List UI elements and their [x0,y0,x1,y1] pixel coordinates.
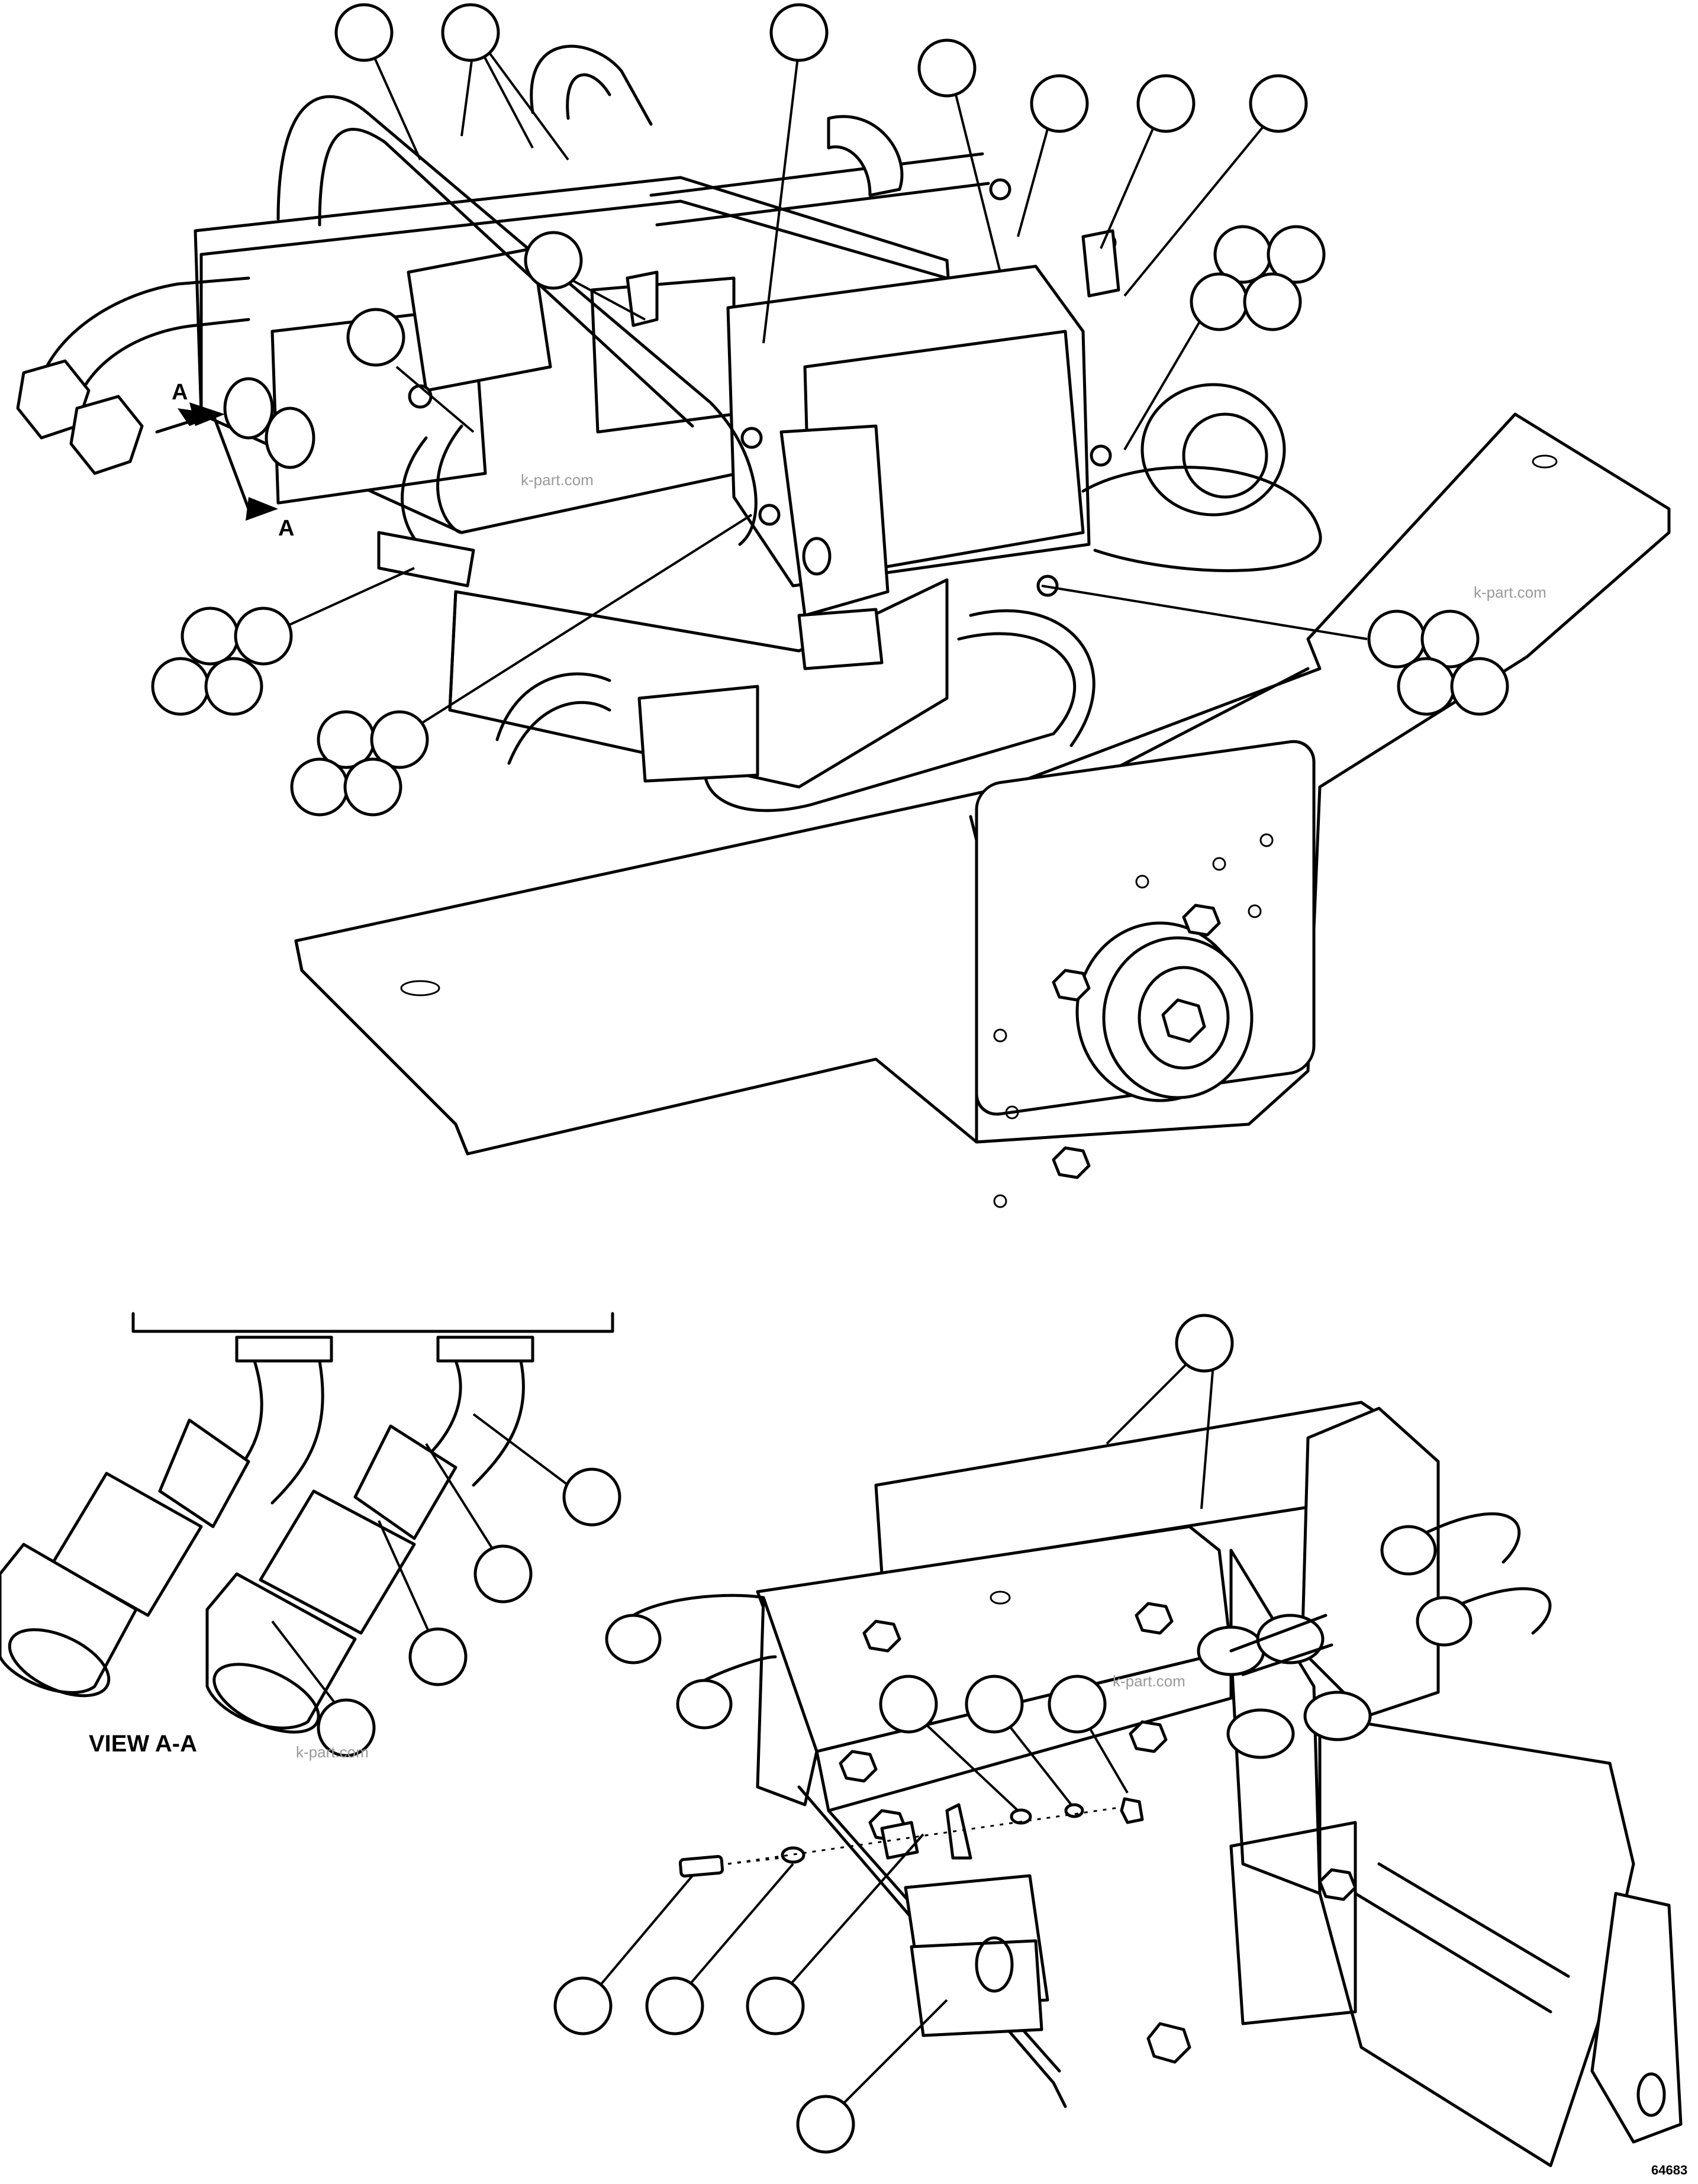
bottom-leader-lines [597,1360,1214,2108]
view-a-a: VIEW A-A k-part.com [0,1312,621,1761]
view-a-a-coupler-1 [0,1418,250,1698]
callout-circle [965,1675,1024,1734]
callout-circle [1190,272,1249,331]
callout-circle [1450,657,1509,716]
callout-circle [346,308,405,367]
callout-circle [1397,657,1456,716]
callout-circle [408,1627,468,1686]
callout-circle [645,1976,704,2035]
callout-circle [553,1976,613,2035]
section-arrows: A A [155,380,294,541]
hydraulic-valve-assembly: A A k-part.com k-part.com [16,44,1671,1208]
watermark-1: k-part.com [521,471,594,489]
view-a-a-coupler-2 [205,1424,457,1734]
callout-circle [473,1544,533,1604]
callout-circle [562,1467,621,1527]
section-marker-a-1: A [172,380,188,405]
callout-circle [796,2095,855,2154]
callout-circle [769,3,829,62]
callout-circle [343,757,402,817]
drawing-number: 64683 [1651,2163,1687,2177]
callout-circle [1243,272,1302,331]
callout-circle [317,1698,376,1757]
callout-circle [1030,74,1089,133]
callout-circle [1175,1314,1234,1373]
callout-circle [1048,1675,1107,1734]
callout-circle [746,1976,805,2035]
callout-circle [370,710,429,769]
valve-block [194,176,1091,789]
callout-circle [290,757,349,817]
watermark-4: k-part.com [1113,1672,1185,1690]
watermark-3: k-part.com [296,1743,369,1761]
callout-circle [334,3,394,62]
callout-circle [1367,609,1426,669]
callout-circle [204,657,263,716]
callout-circle [441,3,500,62]
callout-circle [1249,74,1308,133]
watermark-2: k-part.com [1474,583,1546,601]
callout-circle [917,38,977,98]
section-marker-a-2: A [278,516,294,541]
plate-bolts [993,833,1274,1208]
callout-circle [524,231,583,290]
callout-circle [234,607,293,666]
bottom-callouts [553,1314,1234,2154]
callout-circle [1267,225,1326,284]
pulley [1075,921,1254,1102]
callout-circle [1136,74,1196,133]
top-leader-lines [283,46,1368,729]
lower-valve-assembly: k-part.com [605,1401,1683,2167]
callout-circle [181,607,240,666]
callout-circle [151,657,210,716]
callout-circle [1420,609,1480,669]
view-label: VIEW A-A [89,1731,197,1757]
callout-circle [879,1675,938,1734]
top-callouts [151,3,1509,817]
hose-top-loop [276,95,758,546]
